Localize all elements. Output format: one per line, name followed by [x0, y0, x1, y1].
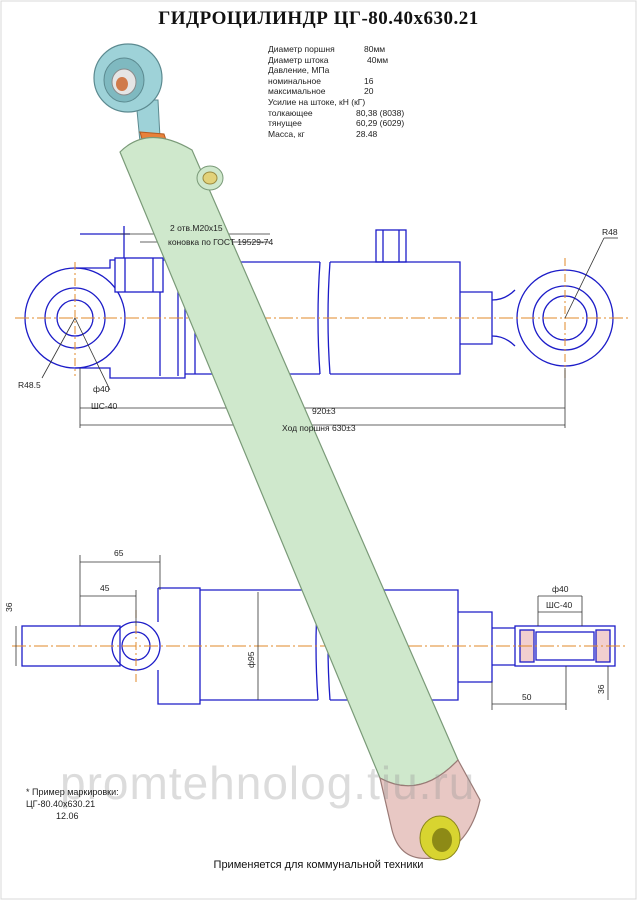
- annotation-dim-40-right: ф40: [552, 584, 569, 594]
- annotation-stroke: Ход поршня 630±3: [282, 423, 356, 433]
- spec-value: 16: [364, 75, 374, 86]
- marking-line-1: * Пример маркировки:: [26, 787, 119, 797]
- drawing-title: ГИДРОЦИЛИНДР ЦГ-80.40х630.21: [158, 8, 479, 29]
- annotation-dim-45: 45: [100, 583, 110, 593]
- watermark: promtehnolog.tiu.ru: [60, 757, 476, 809]
- annotation-dim-95: ф95: [246, 651, 256, 668]
- annotation-total-length: 920±3: [312, 406, 336, 416]
- annotation-pin-diameter: ф40: [93, 384, 110, 394]
- annotation-bearing: ШС-40: [91, 401, 117, 411]
- spec-label: номинальное: [268, 75, 321, 86]
- annotation-dim-36-left: 36: [4, 602, 14, 612]
- spec-label: тянущее: [268, 118, 302, 129]
- spec-value: 40мм: [367, 54, 389, 65]
- spec-value: 20: [364, 86, 374, 97]
- left-head: [75, 259, 186, 379]
- annotation-dim-65: 65: [114, 548, 124, 558]
- marking-example: * Пример маркировки: ЦГ-80.40х630.21 12.…: [26, 786, 119, 822]
- spec-label: Диаметр штока: [268, 54, 329, 65]
- annotation-dim-36-right: 36: [596, 684, 606, 694]
- spec-value: 80,38 (8038): [356, 107, 405, 118]
- top-view-drawing: [24, 226, 614, 379]
- spec-value: 60,29 (6029): [356, 118, 405, 129]
- spec-value: 80мм: [364, 44, 386, 54]
- marking-line-3: 12.06: [56, 811, 79, 821]
- annotation-radius-rod: R48: [602, 227, 618, 237]
- spec-label: Диаметр поршня: [268, 44, 335, 54]
- spec-label: Масса, кг: [268, 128, 305, 139]
- annotation-dim-50: 50: [522, 692, 532, 702]
- spec-value: 28.48: [356, 128, 378, 139]
- top-dimensions: [41, 233, 618, 428]
- annotation-cone: коновка по ГОСТ 19529-74: [168, 237, 274, 247]
- spec-label: Давление, МПа: [268, 65, 330, 76]
- gland: [460, 291, 493, 345]
- marking-line-2: ЦГ-80.40х630.21: [26, 799, 96, 809]
- cylinder-body-3d: [119, 136, 459, 787]
- cylinder-3d: [93, 43, 481, 861]
- spec-label: максимальное: [268, 86, 326, 97]
- bottom-head: [157, 587, 201, 705]
- annotation-bearing-right: ШС-40: [546, 600, 572, 610]
- left-port: [114, 257, 164, 293]
- spec-label: толкающее: [268, 107, 313, 118]
- usage-note: Применяется для коммунальной техники: [213, 859, 424, 871]
- spec-label: Усилие на штоке, кН (кГ): [268, 96, 366, 107]
- bottom-dimensions: [15, 555, 609, 710]
- right-port: [375, 229, 407, 263]
- annotation-thread: 2 отв.M20х15: [170, 223, 223, 233]
- annotation-radius-base: R48.5: [18, 380, 41, 390]
